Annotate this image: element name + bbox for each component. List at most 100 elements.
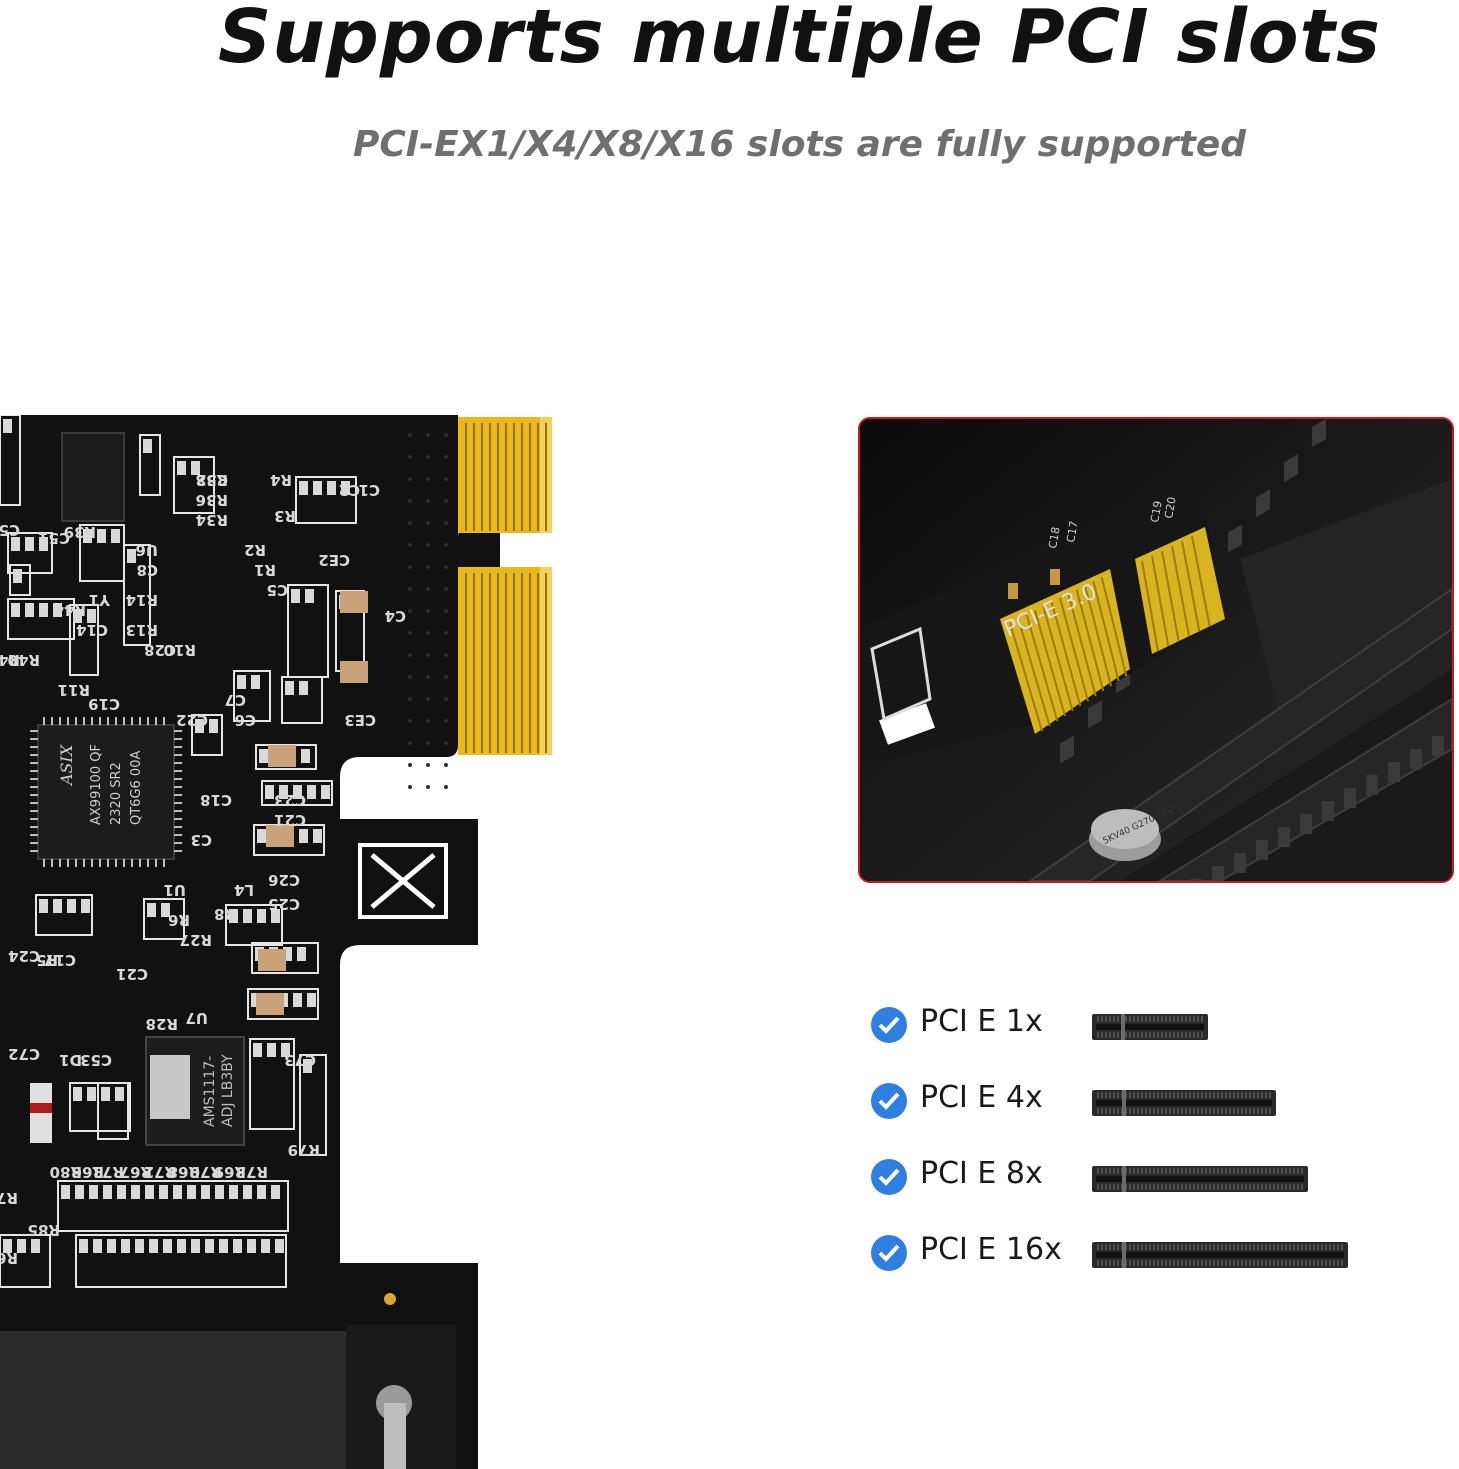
pcb-label-49: C73 bbox=[284, 1051, 316, 1069]
main-chip bbox=[37, 724, 175, 860]
pcb-label-24: R11 bbox=[58, 681, 90, 699]
pcb-label-40: C24 bbox=[8, 947, 40, 965]
pcb-label-35: U1 bbox=[163, 881, 186, 899]
pcb-label-62: R85 bbox=[28, 1221, 60, 1239]
chip-brand: ASIX bbox=[57, 744, 76, 787]
pcb-label-48: C53 bbox=[80, 1051, 112, 1069]
slot-row-8x: PCI E 8x bbox=[868, 1152, 1428, 1228]
pcb-label-9: C8 bbox=[137, 561, 158, 579]
pcb-label-34: C25 bbox=[268, 895, 300, 913]
pcb-component-0 bbox=[173, 456, 215, 514]
pcb-component-24 bbox=[75, 1234, 287, 1288]
ceramic-cap-3 bbox=[266, 825, 294, 847]
chip-text-3: QT6G6 00A bbox=[129, 751, 144, 825]
pcb-component-29 bbox=[9, 564, 31, 596]
pcb-label-39: R27 bbox=[180, 931, 212, 949]
pcb-label-31: C23 bbox=[274, 791, 306, 809]
slot-1x-graphic bbox=[1092, 1014, 1208, 1040]
slot-label-16x: PCI E 16x bbox=[920, 1232, 1062, 1267]
pcb-label-30: C18 bbox=[200, 791, 232, 809]
pcb-label-50: R79 bbox=[288, 1141, 320, 1159]
pcb-label-64: C51 bbox=[38, 529, 70, 547]
pcb-label-65: Y1 bbox=[89, 591, 111, 609]
pcb-label-41: R5 bbox=[36, 951, 58, 969]
pcb-label-37: R6 bbox=[168, 911, 190, 929]
card-cap-c17: C17 bbox=[1064, 520, 1081, 544]
ceramic-cap-2 bbox=[268, 745, 296, 767]
ceramic-cap-0 bbox=[340, 591, 368, 613]
pcb-component-16 bbox=[143, 898, 185, 940]
pcb-label-63: C54 bbox=[0, 521, 20, 539]
pcb-label-8: U6 bbox=[135, 541, 158, 559]
pcb-label-32: C21 bbox=[274, 811, 306, 829]
pcb-label-14: R2 bbox=[244, 541, 266, 559]
slot-photo-art: 5KV40 G270 16V PCI-E 3.0 C20 C19 C18 C17 bbox=[860, 419, 1452, 881]
pcb-label-18: CE2 bbox=[318, 551, 350, 569]
pcb-label-51: R80 bbox=[50, 1163, 82, 1181]
pcb-label-2: R34 bbox=[196, 511, 228, 529]
pcb-label-15: R1 bbox=[254, 561, 276, 579]
pcb-component-22 bbox=[97, 1082, 129, 1140]
pcb-component-23 bbox=[57, 1180, 289, 1232]
pcb-label-25: C19 bbox=[88, 695, 120, 713]
chip-text-1: AX99100 QF bbox=[89, 744, 104, 825]
pcb-label-56: R68 bbox=[168, 1163, 200, 1181]
pcb-label-60: R74 bbox=[0, 1189, 18, 1207]
check-circle-icon bbox=[871, 1159, 907, 1195]
pcb-label-33: C26 bbox=[268, 871, 300, 889]
pcb-label-52: R66 bbox=[72, 1163, 104, 1181]
pcb-component-10 bbox=[281, 676, 323, 724]
slot-16x-graphic bbox=[1092, 1242, 1348, 1268]
ceramic-cap-1 bbox=[340, 661, 368, 683]
slot-label-4x: PCI E 4x bbox=[920, 1080, 1043, 1115]
supported-slots-list: PCI E 1x PCI E 4x PCI E 8x PCI E 16x bbox=[868, 1000, 1428, 1304]
pcb-label-1: R36 bbox=[196, 491, 228, 509]
pcb-label-19: CE3 bbox=[344, 711, 376, 729]
eeprom-chip bbox=[61, 432, 125, 522]
pcb-label-11: R13 bbox=[126, 621, 158, 639]
pcb-component-4 bbox=[123, 544, 151, 646]
pcb-label-16: C5 bbox=[267, 581, 288, 599]
pcb-label-42: C17 bbox=[44, 951, 76, 969]
pcb-label-6: C1 bbox=[359, 481, 380, 499]
pcb-component-28 bbox=[139, 434, 161, 496]
regulator-text: AMS1117- bbox=[202, 1056, 218, 1127]
pcb-label-0: R38 bbox=[196, 471, 228, 489]
pcb-label-20: R44 bbox=[54, 601, 86, 619]
slot-4x-graphic bbox=[1092, 1090, 1276, 1116]
slot-row-16x: PCI E 16x bbox=[868, 1228, 1428, 1304]
pcb-label-57: R70 bbox=[190, 1163, 222, 1181]
pcb-label-10: R14 bbox=[126, 591, 158, 609]
pcb-component-27 bbox=[0, 415, 21, 506]
slot-label-8x: PCI E 8x bbox=[920, 1156, 1043, 1191]
pcb-label-38: R8 bbox=[214, 905, 236, 923]
card-cap-c19: C19 bbox=[1148, 500, 1165, 524]
pcb-label-45: U7 bbox=[185, 1009, 208, 1027]
pcb-label-66: C52 bbox=[196, 471, 228, 489]
ceramic-cap-4 bbox=[258, 949, 286, 971]
pcb-component-20 bbox=[249, 1038, 295, 1130]
pcb-component-11 bbox=[191, 714, 223, 756]
card-cap-c20: C20 bbox=[1162, 496, 1179, 520]
pcb-label-28: C6 bbox=[235, 711, 256, 729]
pcb-label-55: R72 bbox=[144, 1163, 176, 1181]
pcb-label-43: C21 bbox=[116, 965, 148, 983]
page-title: Supports multiple PCI slots bbox=[217, 0, 1382, 80]
pcb-label-13: R10 bbox=[164, 641, 196, 659]
pcb-component-9 bbox=[233, 670, 271, 722]
page-subtitle: PCI-EX1/X4/X8/X16 slots are fully suppor… bbox=[352, 124, 1247, 165]
pcb-label-5: C2 bbox=[339, 481, 360, 499]
pcb-label-27: C7 bbox=[225, 691, 246, 709]
pcb-label-54: R67 bbox=[120, 1163, 152, 1181]
slot-row-1x: PCI E 1x bbox=[868, 1000, 1428, 1076]
slot-photo: 5KV40 G270 16V PCI-E 3.0 C20 C19 C18 C17 bbox=[858, 417, 1454, 883]
slot-label-1x: PCI E 1x bbox=[920, 1004, 1043, 1039]
pcb-component-26 bbox=[299, 1054, 327, 1156]
pcb-label-17: C4 bbox=[385, 607, 406, 625]
pcb-label-53: R71 bbox=[92, 1163, 124, 1181]
pcb-label-22: R43 bbox=[0, 651, 20, 669]
pcb-component-15 bbox=[35, 894, 93, 936]
pcb-label-4: R3 bbox=[274, 507, 296, 525]
pcb-label-59: R73 bbox=[236, 1163, 268, 1181]
pcb-component-1 bbox=[295, 476, 357, 524]
